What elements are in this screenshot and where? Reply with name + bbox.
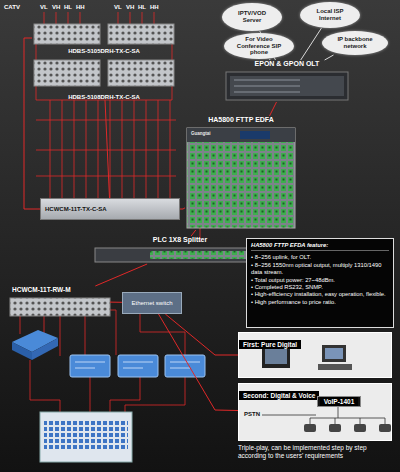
signal-name: VH <box>126 4 134 10</box>
input-label: CATV <box>4 4 20 10</box>
transmitter-group: HDBS-5108DRH-TX-C-SA <box>32 58 176 100</box>
network-cloud: For Video Conference SIP phone <box>224 33 294 59</box>
signal-name: HL <box>138 4 146 10</box>
onu-device-side <box>32 338 58 360</box>
node-body-text: • High-efficiency installation, easy ope… <box>251 291 389 298</box>
olt-device: EPON & GPON OLT <box>222 60 352 102</box>
connector <box>95 264 147 286</box>
olt-face <box>230 76 344 96</box>
pc-screen <box>325 348 343 359</box>
node-body-text: • 8~256 1550nm optical output, multiply … <box>251 262 389 277</box>
multiswitch-ports <box>44 420 128 450</box>
network-cloud: IPTV/VOD Server <box>222 3 282 31</box>
network-cloud: IP backbone network <box>322 31 388 55</box>
red-fiber-wires <box>20 12 200 412</box>
multiswitch <box>40 412 132 462</box>
onu-device <box>118 355 158 377</box>
signal-name: HH <box>76 4 85 10</box>
connector <box>269 59 271 60</box>
phone <box>329 424 341 432</box>
connector <box>165 314 238 355</box>
connector <box>270 102 277 116</box>
node-label: HA5800 FTTP EFDA feature: <box>251 242 389 251</box>
phone <box>304 424 316 432</box>
phone <box>354 424 366 432</box>
transmitter-module <box>34 60 100 86</box>
panel-background <box>238 332 392 378</box>
connector <box>325 55 334 60</box>
receiver-chassis <box>10 298 110 316</box>
tv-screen <box>265 349 287 364</box>
onu-markings <box>75 362 200 368</box>
node-label: VoIP-1401 <box>320 397 359 406</box>
node-label: HCWCM-11T-TX-C-SA <box>45 206 107 212</box>
node-label: HDBS-5108DRH-TX-C-SA <box>68 94 140 100</box>
network-cloud: Local ISP Internet <box>300 2 360 28</box>
phone-lines <box>262 406 385 424</box>
pstn-label: PSTN <box>244 411 260 417</box>
node-label: Ethernet switch <box>131 300 172 306</box>
onu-device <box>70 355 110 377</box>
edfa-panel <box>187 128 295 142</box>
node-label: IPTV/VOD Server <box>228 10 276 23</box>
tv-set <box>262 346 290 368</box>
node-label: EPON & GPON OLT <box>222 60 352 67</box>
signal-name: HH <box>150 4 159 10</box>
signal-name: VH <box>52 4 60 10</box>
connector <box>24 38 40 209</box>
node-label: First: Pure Digital <box>239 340 301 349</box>
splitter-ports <box>150 251 260 259</box>
node-body-text: • Total output power: 27~48dBm. <box>251 277 389 284</box>
node-label: Local ISP Internet <box>306 8 354 21</box>
splitter-chassis <box>95 248 265 262</box>
olt-chassis <box>226 72 348 100</box>
phone <box>379 424 391 432</box>
onu-device-side <box>12 342 32 360</box>
node-label: IP backbone network <box>328 36 382 49</box>
edfa-chassis <box>187 128 295 228</box>
transmitter-module <box>34 24 100 44</box>
olt-slots <box>234 80 300 92</box>
connector <box>180 208 185 209</box>
service-panel: First: Pure Digital <box>238 332 392 378</box>
pc-monitor <box>322 345 346 362</box>
edfa-display <box>240 131 270 139</box>
feature-box: HA5800 FTTP EFDA feature: • 8~256 uplink,… <box>246 238 394 328</box>
switch-box: Ethernet switch <box>122 292 182 314</box>
connector <box>301 28 322 60</box>
pc-keyboard <box>318 364 352 370</box>
node-label: Second: Digital & Voice <box>239 391 319 400</box>
node-label: HDBS-5105DRH-TX-C-SA <box>68 48 140 54</box>
voip-box: VoIP-1401 <box>317 396 361 407</box>
node-body-text: • High performance to price ratio. <box>251 299 389 306</box>
transmitter-module <box>108 60 174 86</box>
signal-name: HL <box>64 4 72 10</box>
connector <box>105 100 110 198</box>
signal-name: VL <box>114 4 122 10</box>
node-label: For Video Conference SIP phone <box>230 36 288 56</box>
brand-label: Guangtai <box>191 131 211 136</box>
signal-name: VL <box>40 4 48 10</box>
transmitter-module <box>108 24 174 44</box>
wdm-device: HCWCM-11T-TX-C-SA <box>40 198 180 220</box>
transmitter-group: HDBS-5105DRH-TX-C-SA <box>32 22 176 54</box>
connector <box>191 230 196 236</box>
connector <box>110 302 122 303</box>
node-label: HCWCM-11T-RW-M <box>12 286 110 293</box>
note-text: Triple-play, can be implemented step by … <box>238 444 394 460</box>
node-body-text: • 8~256 uplink, for OLT. <box>251 254 389 261</box>
node-label: HA5800 FTTP EDFA <box>185 116 297 123</box>
node-label: PLC 1X8 Splitter <box>95 236 265 243</box>
panel-background <box>238 383 392 441</box>
splitter-device: PLC 1X8 Splitter <box>95 236 265 264</box>
service-panel: Second: Digital & VoiceVoIP-1401 <box>238 383 392 441</box>
connector <box>159 314 239 411</box>
node-body-text: • Completed RS232, SNMP. <box>251 284 389 291</box>
receiver-device: HCWCM-11T-RW-M <box>10 286 110 316</box>
